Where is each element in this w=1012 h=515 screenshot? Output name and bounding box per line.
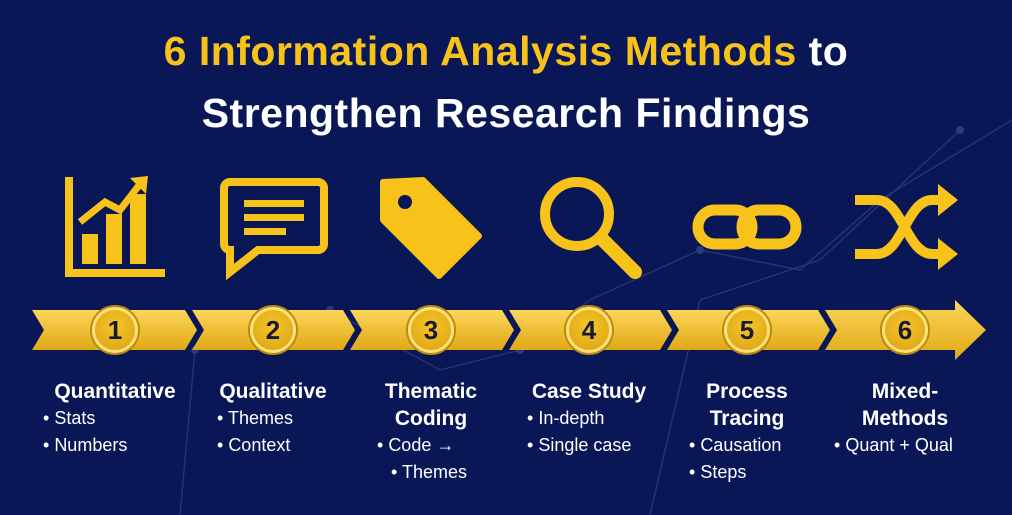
bullet: Stats: [43, 405, 195, 432]
bullet: Code →: [377, 432, 511, 459]
bullet: Causation: [689, 432, 827, 459]
step-mixed-methods: Mixed- MethodsQuant + Qual: [820, 378, 990, 459]
bullet: Numbers: [43, 432, 195, 459]
bullet: Context: [217, 432, 353, 459]
speech-bubble-icon: [220, 178, 328, 281]
step-number-1: 1: [92, 307, 138, 353]
chain-link-icon: [692, 204, 802, 250]
title-line-1: 6 Information Analysis Methods to: [163, 28, 849, 74]
step-title: Thematic: [384, 380, 478, 403]
step-number-6: 6: [882, 307, 928, 353]
tag-icon: [380, 177, 482, 279]
bullet: Quant + Qual: [834, 432, 990, 459]
step-process-tracing: ProcessTracingCausationSteps: [667, 378, 827, 486]
bullet: Single case: [527, 432, 669, 459]
bar-chart-icon: [65, 176, 165, 277]
bullet-continuation: Themes: [377, 459, 511, 486]
title-line-2: Strengthen Research Findings: [201, 90, 811, 136]
step-title: Methods: [861, 407, 949, 430]
step-quantitative: QuantitativeStatsNumbers: [35, 378, 195, 459]
bullet: Themes: [217, 405, 353, 432]
step-number-2: 2: [250, 307, 296, 353]
bullet: In-depth: [527, 405, 669, 432]
step-number-5: 5: [724, 307, 770, 353]
step-thematic-coding: ThematicCodingCode →Themes: [351, 378, 511, 486]
step-title: Mixed-: [871, 380, 939, 403]
step-title: Process: [706, 380, 788, 403]
step-number-3: 3: [408, 307, 454, 353]
magnifier-icon: [540, 177, 642, 279]
step-case-study: Case StudyIn-depthSingle case: [509, 378, 669, 459]
step-title: Coding: [394, 407, 468, 430]
step-title: Case Study: [531, 380, 647, 403]
shuffle-icon: [855, 184, 958, 270]
step-title: Quantitative: [54, 380, 176, 403]
step-number-4: 4: [566, 307, 612, 353]
bullet: Steps: [689, 459, 827, 486]
step-title: Tracing: [709, 407, 785, 430]
process-arrow-band: [32, 300, 986, 360]
step-qualitative: QualitativeThemesContext: [193, 378, 353, 459]
step-title: Qualitative: [219, 380, 327, 403]
